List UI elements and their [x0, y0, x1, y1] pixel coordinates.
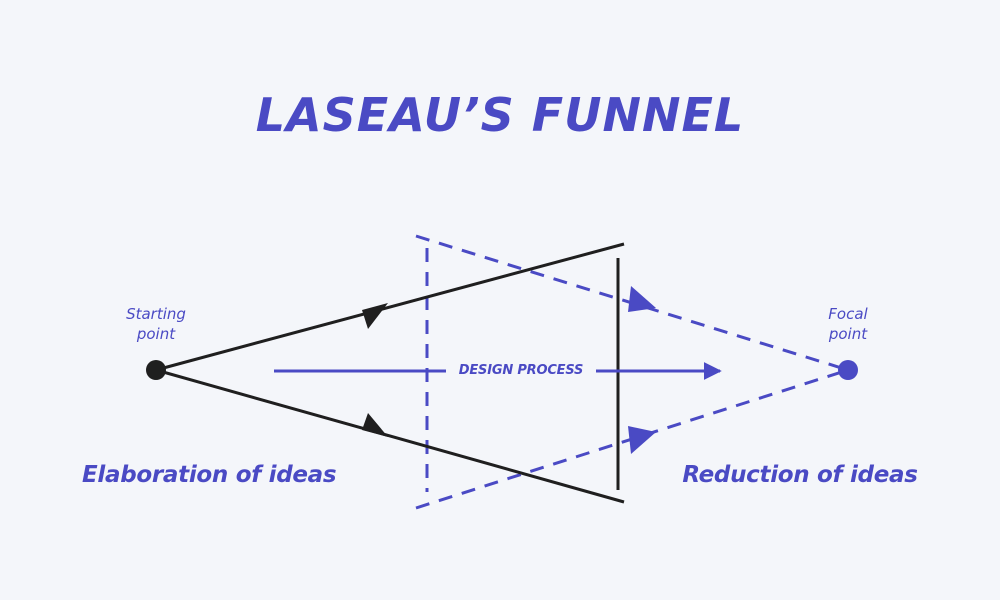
starting-point [146, 360, 166, 380]
starting-point-label-line2: point [136, 325, 176, 343]
elaboration-bottom-edge [155, 368, 625, 504]
elaboration-arrow-top [362, 303, 388, 329]
reduction-arrow-bottom [628, 426, 656, 454]
elaboration-arrow-bottom [362, 413, 388, 437]
elaboration-label: Elaboration of ideas [82, 462, 337, 488]
page-title: LASEAU’S FUNNEL [255, 88, 745, 142]
starting-point-label-line1: Starting [126, 305, 186, 323]
elaboration-funnel [155, 242, 625, 504]
focal-point [838, 360, 858, 380]
focal-point-label: Focal point [798, 304, 898, 344]
focal-point-label-line2: point [828, 325, 868, 343]
elaboration-top-edge [155, 242, 625, 372]
starting-point-label: Starting point [106, 304, 206, 344]
focal-point-label-line1: Focal [828, 305, 868, 323]
design-process-label: DESIGN PROCESS [446, 360, 596, 382]
reduction-arrow-top [628, 286, 656, 312]
reduction-label: Reduction of ideas [682, 462, 918, 488]
